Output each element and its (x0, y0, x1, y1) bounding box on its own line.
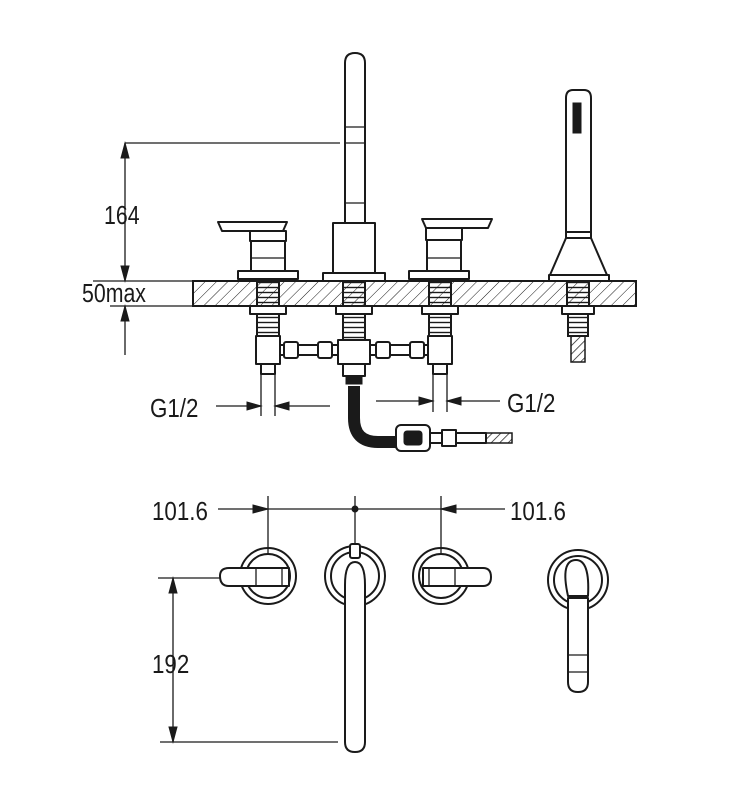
label-g12-left: G1/2 (150, 394, 198, 423)
right-valve (408, 218, 493, 280)
connector-pipes (279, 341, 429, 359)
hand-shower-plan (547, 549, 609, 693)
plan-view: 101.6 101.6 (152, 496, 609, 753)
left-valve (217, 221, 299, 280)
dimension-inlet-left: G1/2 (150, 374, 330, 423)
dimension-projection-192: 192 (152, 576, 338, 744)
left-valve-plan (219, 547, 297, 605)
label-101-6-left: 101.6 (152, 497, 208, 526)
label-192: 192 (152, 650, 189, 679)
shank-left (249, 280, 287, 375)
label-50max: 50max (82, 279, 146, 309)
label-101-6-right: 101.6 (510, 497, 566, 526)
right-valve-plan (412, 547, 492, 605)
hand-shower (548, 89, 610, 282)
braided-hose (348, 386, 513, 452)
spout (322, 52, 386, 282)
label-164: 164 (104, 201, 140, 231)
spout-plan (324, 543, 386, 753)
shank-spout (335, 280, 373, 385)
dimension-deck-50max: 50max (82, 279, 193, 355)
shank-shower (561, 280, 595, 363)
dimension-height-164: 164 (104, 141, 340, 283)
dimension-spacing: 101.6 101.6 (152, 496, 566, 555)
shank-right (421, 280, 459, 375)
side-elevation: 164 50max G1/2 G1/2 (82, 52, 637, 452)
label-g12-right: G1/2 (507, 389, 555, 418)
dimension-inlet-right: G1/2 (376, 374, 555, 418)
